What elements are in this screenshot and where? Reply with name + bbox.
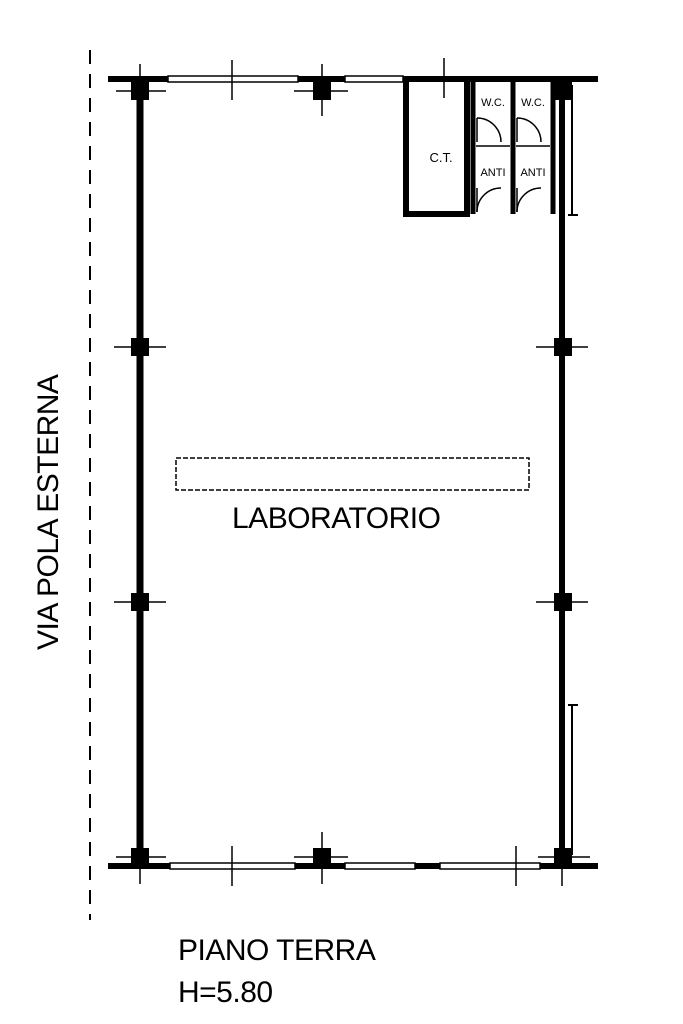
room-label-wc-1: W.C.: [481, 97, 505, 109]
room-label-ct: C.T.: [429, 150, 452, 165]
window-bottom-2: [344, 862, 416, 870]
door-swings: [476, 117, 542, 213]
room-label-anti-2: ANTI: [520, 167, 545, 179]
window-top-2: [344, 75, 404, 83]
window-bottom-3: [439, 862, 541, 870]
street-name-label: VIA POLA ESTERNA: [32, 374, 65, 650]
window-top-1: [167, 75, 299, 83]
floor-name-label: PIANO TERRA: [178, 934, 376, 967]
room-label-anti-1: ANTI: [480, 167, 505, 179]
floor-info: PIANO TERRA H=5.80: [178, 930, 376, 1014]
floor-height-label: H=5.80: [178, 976, 273, 1009]
room-label-wc-2: W.C.: [521, 97, 545, 109]
room-label-laboratorio: LABORATORIO: [232, 502, 440, 535]
grid-ticks: [114, 58, 590, 886]
ct-room-walls: [403, 82, 470, 217]
lab-bench: [175, 457, 530, 491]
pillars: [131, 82, 572, 866]
